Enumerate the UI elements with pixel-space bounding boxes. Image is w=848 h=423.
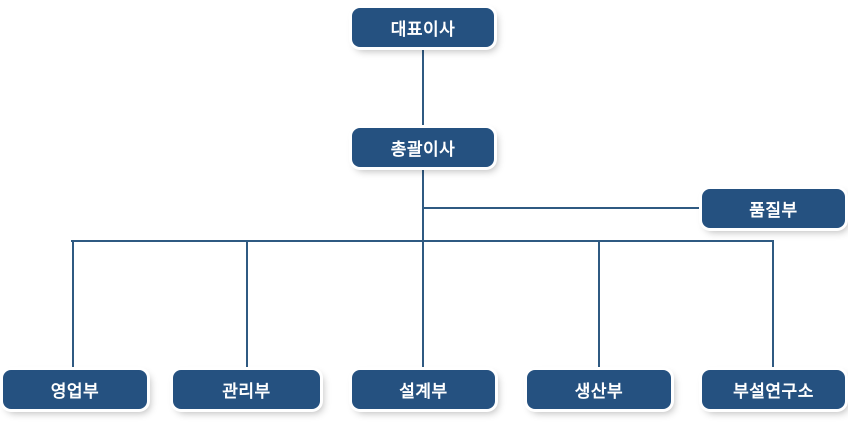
- connector-main-branch: [71, 240, 774, 242]
- node-design-label: 설계부: [399, 382, 448, 401]
- node-executive-label: 총괄이사: [390, 140, 456, 159]
- node-admin-label: 관리부: [222, 382, 271, 401]
- node-sales: 영업부: [3, 370, 147, 409]
- node-quality-label: 품질부: [749, 201, 798, 220]
- node-research: 부설연구소: [702, 370, 845, 409]
- connector-ceo-executive: [422, 47, 424, 128]
- node-sales-label: 영업부: [50, 382, 100, 401]
- connector-drop-admin: [246, 240, 248, 370]
- connector-quality-branch: [423, 207, 702, 209]
- node-production-label: 생산부: [574, 382, 624, 401]
- node-research-label: 부설연구소: [733, 382, 814, 401]
- node-admin: 관리부: [173, 370, 320, 409]
- node-production: 생산부: [527, 370, 671, 409]
- node-executive: 총괄이사: [352, 128, 494, 167]
- connector-drop-production: [598, 240, 600, 370]
- connector-drop-research: [772, 240, 774, 370]
- node-ceo: 대표이사: [352, 8, 494, 47]
- connector-executive-trunk: [422, 167, 424, 370]
- connector-drop-sales: [72, 240, 74, 370]
- node-quality: 품질부: [702, 189, 845, 228]
- node-design: 설계부: [352, 370, 495, 409]
- node-ceo-label: 대표이사: [390, 20, 456, 39]
